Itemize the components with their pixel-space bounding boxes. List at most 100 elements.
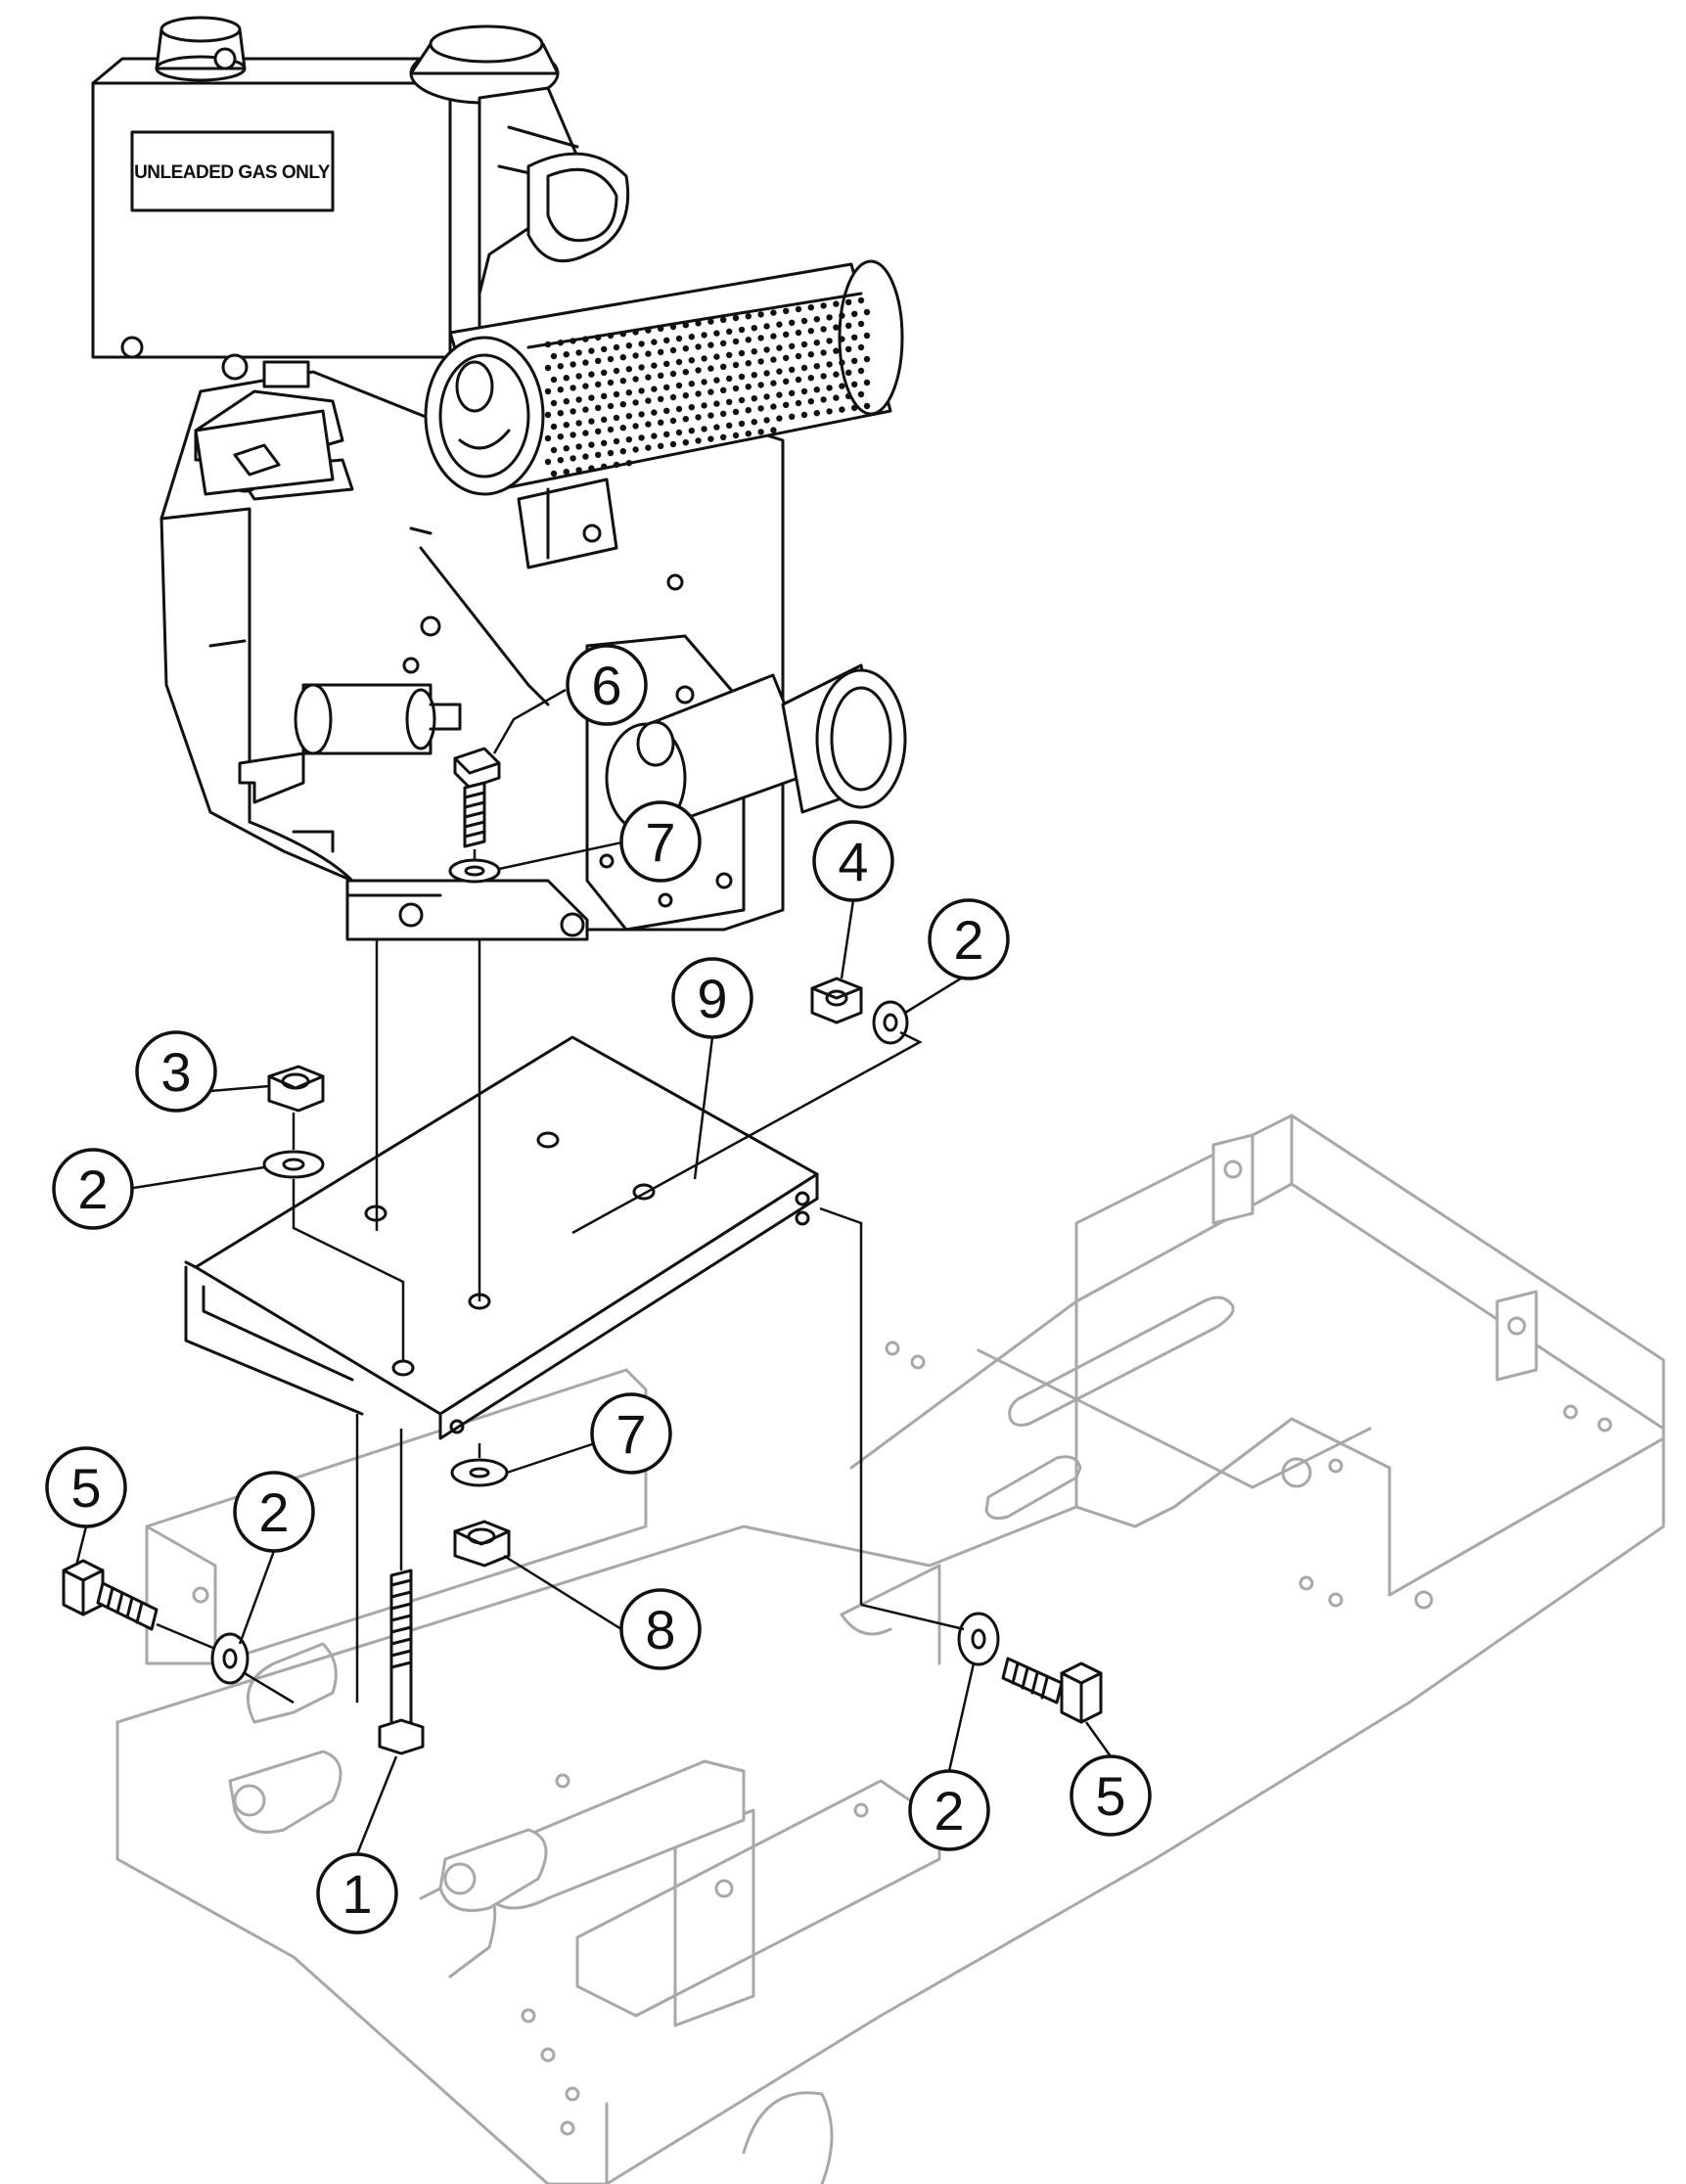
perforation-dot xyxy=(582,430,589,436)
perforation-dot xyxy=(845,369,852,376)
callout-number: 6 xyxy=(591,655,621,716)
perforation-dot xyxy=(783,307,790,314)
perforation-dot xyxy=(807,398,814,405)
perforation-dot xyxy=(745,360,752,367)
perforation-dot xyxy=(763,370,770,377)
perforation-dot xyxy=(863,355,871,363)
callout-5: 5 xyxy=(45,1446,127,1528)
perforation-dot xyxy=(651,432,658,439)
perforation-dot xyxy=(738,326,746,334)
perforation-dot xyxy=(826,361,833,368)
perforation-dot xyxy=(776,415,783,422)
callout-circle xyxy=(1070,1754,1152,1837)
perforation-dot xyxy=(695,414,702,421)
perforation-dot xyxy=(588,465,595,472)
perforation-dot xyxy=(751,372,757,379)
engine-bolt xyxy=(453,747,501,871)
perforation-dot xyxy=(619,378,626,385)
perforation-dot xyxy=(745,337,752,343)
perforation-dot xyxy=(726,375,733,382)
perforation-dot xyxy=(813,363,820,370)
perforation-dot xyxy=(682,369,689,376)
perforation-dot xyxy=(770,427,777,433)
perforation-dot xyxy=(563,375,570,382)
perforation-dot xyxy=(557,433,564,440)
perforation-dot xyxy=(632,329,639,336)
perforation-dot xyxy=(783,401,790,408)
perforation-dot xyxy=(645,350,652,357)
perforation-dot xyxy=(776,368,783,375)
perforation-dot xyxy=(675,335,683,342)
perforation-dot xyxy=(789,366,796,373)
perforation-dot xyxy=(783,354,790,361)
perforation-dot xyxy=(757,429,764,435)
perforation-dot xyxy=(707,412,714,419)
perforation-dot xyxy=(625,389,632,396)
perforation-dot xyxy=(563,398,570,405)
perforation-dot xyxy=(713,400,720,407)
perforation-dot xyxy=(625,413,632,420)
perforation-dot xyxy=(632,376,639,383)
perforation-dot xyxy=(550,446,558,454)
callout-8: 8 xyxy=(619,1588,702,1670)
perforation-dot xyxy=(795,399,802,407)
perforation-dot xyxy=(632,399,639,406)
perforation-dot xyxy=(807,375,814,382)
callout-number: 2 xyxy=(77,1159,108,1220)
perforation-dot xyxy=(619,425,626,432)
callout-number: 1 xyxy=(342,1863,372,1925)
perforation-dot xyxy=(857,296,865,304)
perforation-dot xyxy=(607,379,615,387)
callout-1: 1 xyxy=(316,1852,398,1934)
callout-number: 5 xyxy=(70,1457,101,1519)
callout-circle xyxy=(52,1148,134,1230)
perforation-dot xyxy=(669,440,677,448)
perforation-dot xyxy=(688,404,695,411)
perforation-dot xyxy=(588,347,595,354)
perforation-dot xyxy=(807,304,814,311)
perforation-dot xyxy=(701,402,707,409)
perforation-dot xyxy=(707,365,714,372)
perforation-dot xyxy=(601,439,608,446)
perforation-dot xyxy=(707,341,714,348)
perforation-dot xyxy=(857,320,865,328)
perforation-dot xyxy=(544,387,552,395)
perforation-dot xyxy=(751,325,757,332)
perforation-dot xyxy=(707,435,714,442)
unleaded-gas-decal: UNLEADED GAS ONLY xyxy=(134,162,331,183)
perforation-dot xyxy=(645,444,652,451)
perforation-dot xyxy=(619,401,626,408)
hex-bolt xyxy=(62,1559,159,1631)
perforation-dot xyxy=(645,397,652,404)
perforation-dot xyxy=(613,390,620,398)
perforation-dot xyxy=(813,316,820,323)
perforation-dot xyxy=(588,418,595,425)
muffler xyxy=(424,259,904,569)
perforation-dot xyxy=(675,382,683,389)
perforation-dot xyxy=(776,321,783,328)
perforation-dot xyxy=(607,355,615,363)
callout-number: 7 xyxy=(615,1403,646,1465)
perforation-dot xyxy=(613,414,620,422)
perforation-dot xyxy=(601,416,608,423)
perforation-dot xyxy=(745,384,752,390)
perforation-dot xyxy=(570,385,576,391)
perforation-dot xyxy=(613,437,620,445)
perforation-dot xyxy=(570,408,576,415)
perforation-dot xyxy=(595,451,602,458)
perforation-dot xyxy=(607,449,615,457)
perforation-dot xyxy=(544,411,552,419)
hex-nut xyxy=(810,977,863,1024)
perforation-dot xyxy=(682,416,689,423)
perforation-dot xyxy=(833,347,840,354)
perforation-dot xyxy=(557,410,564,417)
perforation-dot xyxy=(695,437,702,444)
perforation-dot xyxy=(795,329,802,337)
perforation-dot xyxy=(776,391,783,398)
perforation-dot xyxy=(857,367,865,375)
perforation-dot xyxy=(607,402,615,410)
perforation-dot xyxy=(707,388,714,395)
flat-washer xyxy=(448,858,501,884)
